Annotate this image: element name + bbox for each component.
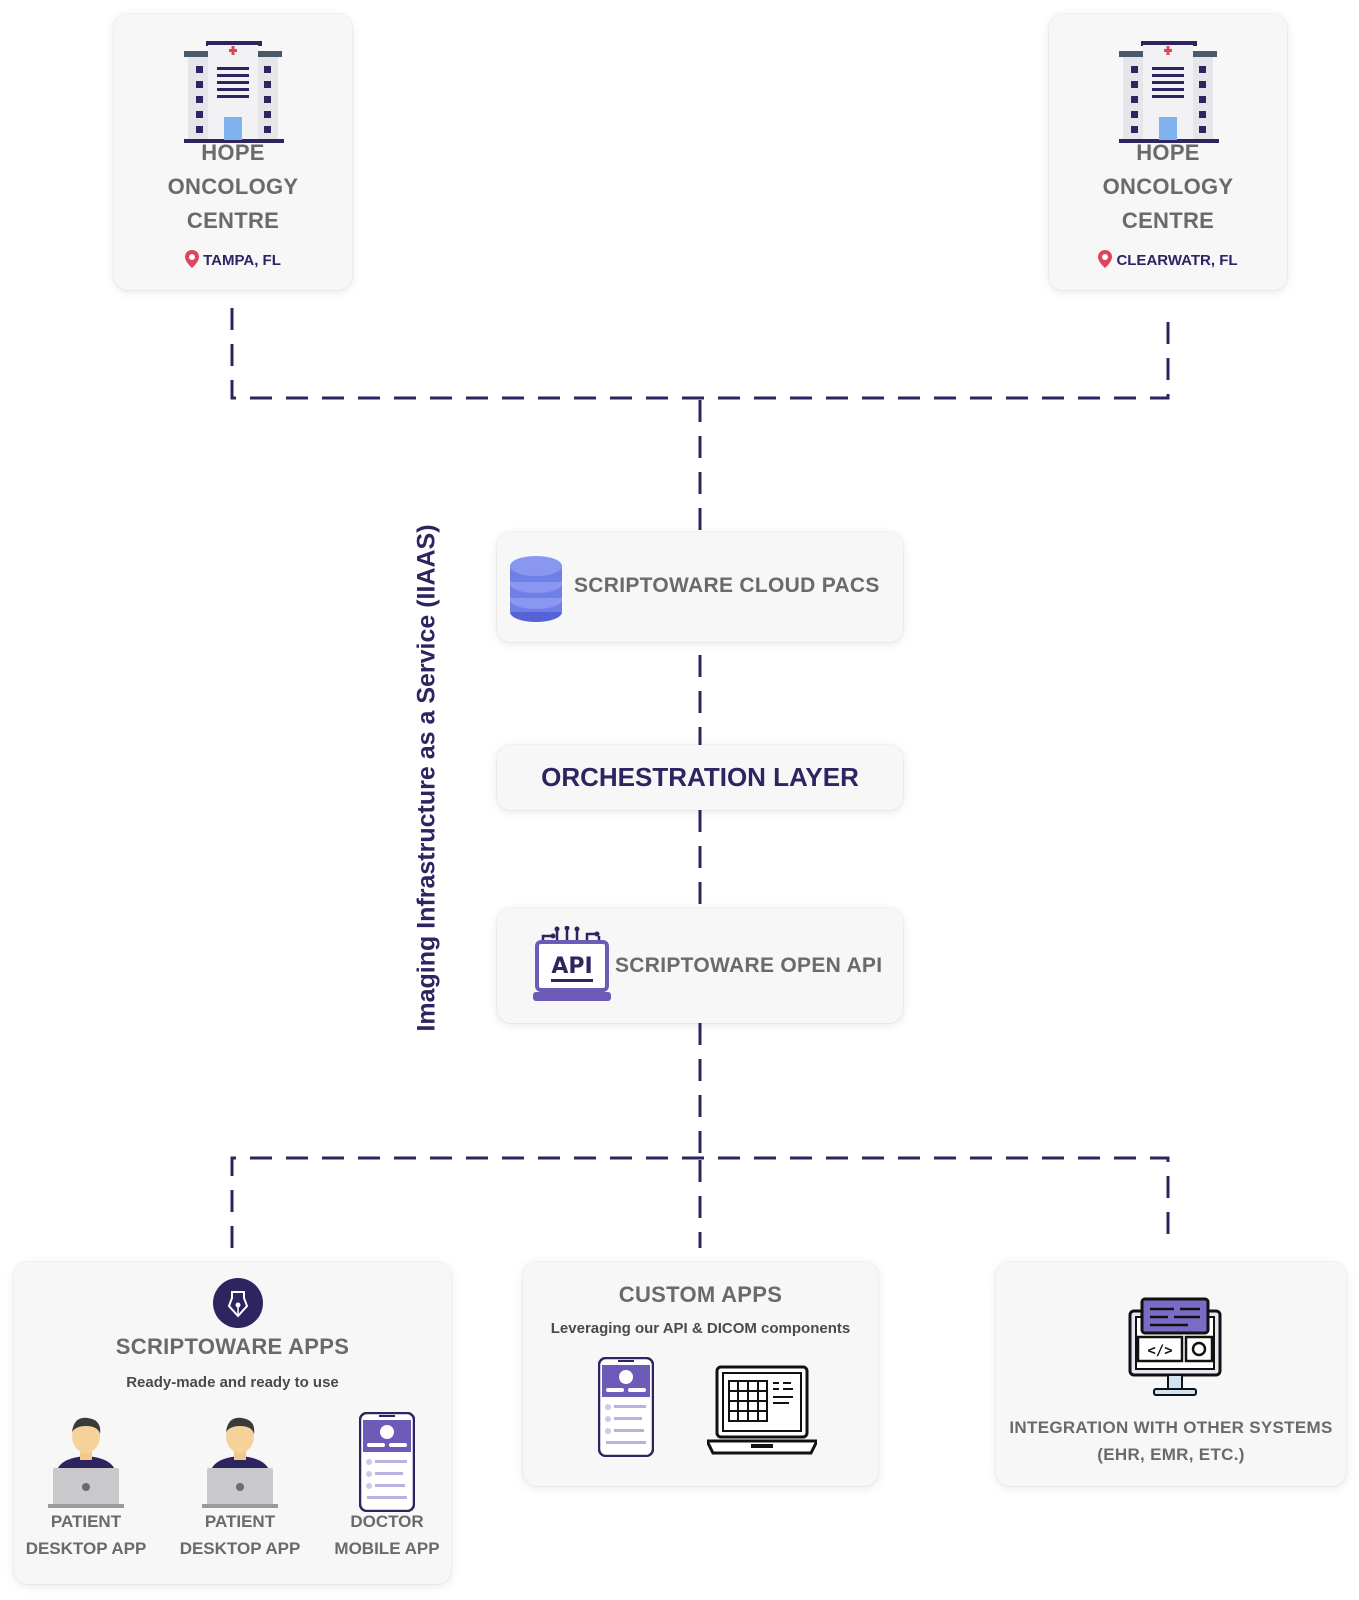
pen-nib-icon: [213, 1278, 263, 1328]
iiaas-vertical-label: Imaging Infrastructure as a Service (IIA…: [412, 524, 441, 1032]
scriptoware-apps-card: SCRIPTOWARE APPS Ready-made and ready to…: [14, 1262, 451, 1584]
app-label: PATIENT DESKTOP APP: [165, 1508, 315, 1562]
custom-apps-card: CUSTOM APPS Leveraging our API & DICOM c…: [523, 1262, 878, 1486]
hospital-card-clearwater: HOPE ONCOLOGY CENTRE CLEARWATR, FL: [1049, 14, 1287, 290]
hospital-name-line: HOPE: [1136, 140, 1200, 165]
mobile-app-icon: [359, 1412, 415, 1512]
bottom-bus-line: [230, 1156, 1170, 1248]
hospital-name-line: HOPE: [201, 140, 265, 165]
hospital-icon: [184, 41, 284, 143]
hospital-icon: [1119, 41, 1219, 143]
location-text: CLEARWATR, FL: [1116, 252, 1238, 269]
location-text: TAMPA, FL: [203, 252, 281, 269]
api-laptop-icon: API: [533, 926, 611, 1001]
custom-apps-subtitle: Leveraging our API & DICOM components: [550, 1320, 851, 1337]
scriptoware-apps-title: SCRIPTOWARE APPS: [115, 1334, 350, 1359]
app-label: PATIENT DESKTOP APP: [11, 1508, 161, 1562]
database-icon: [510, 556, 562, 622]
user-desktop-icon: [48, 1417, 124, 1508]
hospital-name-line: ONCOLOGY: [167, 174, 299, 199]
hospital-name-line: CENTRE: [1121, 208, 1215, 233]
app-label-line: MOBILE APP: [334, 1539, 440, 1558]
computer-code-icon: </>: [1128, 1297, 1222, 1396]
orchestration-layer-label: ORCHESTRATION LAYER: [541, 762, 859, 792]
custom-apps-title: CUSTOM APPS: [618, 1282, 783, 1307]
laptop-dashboard-icon: [707, 1365, 817, 1455]
location-pin-icon: [1098, 250, 1113, 268]
open-api-card: API SCRIPTOWARE OPEN API: [497, 908, 903, 1023]
cloud-pacs-label: SCRIPTOWARE CLOUD PACS: [574, 574, 880, 597]
open-api-label: SCRIPTOWARE OPEN API: [615, 954, 883, 977]
app-label-line: DESKTOP APP: [25, 1539, 147, 1558]
user-desktop-icon: [202, 1417, 278, 1508]
app-label: DOCTOR MOBILE APP: [312, 1508, 462, 1562]
top-bus-line: [230, 308, 1170, 400]
app-label-line: DESKTOP APP: [179, 1539, 301, 1558]
app-label-line: PATIENT: [50, 1512, 122, 1531]
integration-line: INTEGRATION WITH OTHER SYSTEMS: [1009, 1418, 1333, 1437]
code-icon-text: </>: [1147, 1343, 1172, 1359]
integration-line: (EHR, EMR, ETC.): [1097, 1445, 1245, 1464]
api-icon-text: API: [551, 954, 592, 979]
integration-card: </> INTEGRATION WITH OTHER SYSTEMS (EHR,…: [996, 1262, 1346, 1486]
hospital-name-line: ONCOLOGY: [1102, 174, 1234, 199]
scriptoware-apps-subtitle: Ready-made and ready to use: [126, 1374, 339, 1391]
location-pin-icon: [185, 250, 200, 268]
integration-label: INTEGRATION WITH OTHER SYSTEMS (EHR, EMR…: [996, 1414, 1346, 1468]
hospital-name-line: CENTRE: [186, 208, 280, 233]
app-label-line: PATIENT: [204, 1512, 276, 1531]
hospital-card-tampa: HOPE ONCOLOGY CENTRE TAMPA, FL: [114, 14, 352, 290]
mobile-app-icon: [598, 1357, 654, 1457]
hospital-location: TAMPA, FL: [114, 250, 352, 269]
hospital-location: CLEARWATR, FL: [1049, 250, 1287, 269]
orchestration-layer-card: ORCHESTRATION LAYER: [497, 745, 903, 810]
app-label-line: DOCTOR: [350, 1512, 424, 1531]
cloud-pacs-card: SCRIPTOWARE CLOUD PACS: [497, 532, 903, 642]
